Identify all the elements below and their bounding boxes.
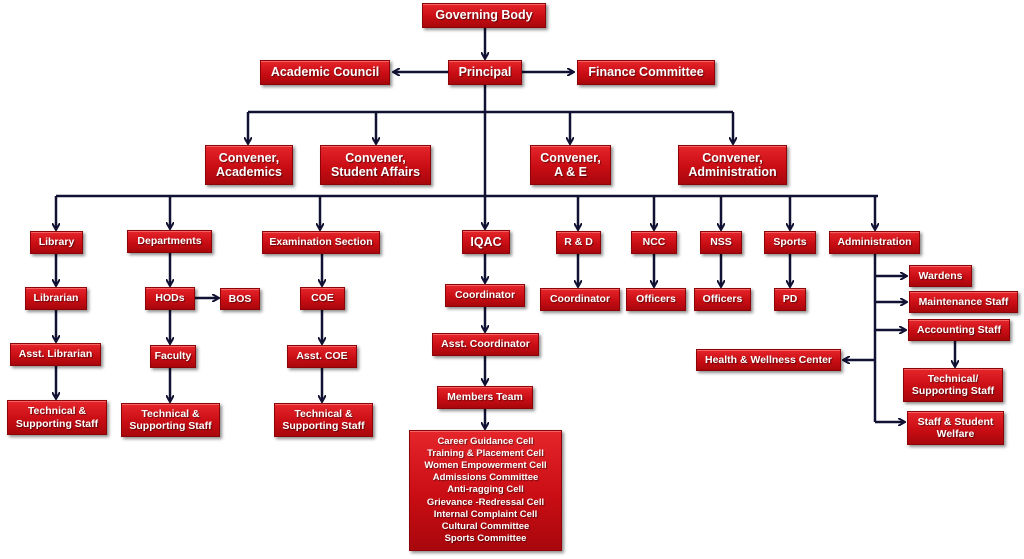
iqac-cell-item: Admissions Committee bbox=[432, 472, 539, 484]
convener-academics-box: Convener, Academics bbox=[205, 145, 293, 185]
convener-administration-box: Convener, Administration bbox=[678, 145, 787, 185]
departments-box: Departments bbox=[127, 230, 212, 253]
maintenance-staff-box: Maintenance Staff bbox=[909, 291, 1018, 313]
accounting-staff-box: Accounting Staff bbox=[908, 319, 1010, 341]
rd-coordinator-box: Coordinator bbox=[540, 288, 620, 311]
governing-body-box: Governing Body bbox=[422, 3, 546, 28]
rd-box: R & D bbox=[556, 231, 601, 254]
iqac-cell-item: Sports Committee bbox=[444, 533, 527, 545]
iqac-cell-item: Grievance -Redressal Cell bbox=[426, 496, 545, 508]
ncc-officers-box: Officers bbox=[626, 288, 686, 311]
admin-technical-staff-box: Technical/ Supporting Staff bbox=[903, 368, 1003, 402]
iqac-box: IQAC bbox=[462, 230, 510, 254]
library-box: Library bbox=[30, 231, 83, 254]
sports-box: Sports bbox=[764, 231, 816, 254]
ncc-box: NCC bbox=[631, 231, 677, 254]
departments-technical-staff-box: Technical & Supporting Staff bbox=[121, 403, 220, 437]
members-team-box: Members Team bbox=[437, 386, 533, 409]
asst-coe-box: Asst. COE bbox=[287, 345, 357, 368]
coe-box: COE bbox=[300, 287, 345, 310]
convener-student-affairs-box: Convener, Student Affairs bbox=[320, 145, 431, 185]
administration-box: Administration bbox=[829, 231, 920, 254]
hods-box: HODs bbox=[145, 287, 195, 310]
iqac-cell-item: Training & Placement Cell bbox=[427, 447, 544, 459]
faculty-box: Faculty bbox=[150, 345, 196, 368]
pd-box: PD bbox=[774, 288, 806, 311]
health-wellness-center-box: Health & Wellness Center bbox=[696, 349, 841, 371]
iqac-cell-item: Anti-ragging Cell bbox=[447, 484, 524, 496]
iqac-cell-item: Women Empowerment Cell bbox=[424, 460, 547, 472]
staff-student-welfare-box: Staff & Student Welfare bbox=[907, 411, 1004, 445]
convener-ae-box: Convener, A & E bbox=[530, 145, 611, 185]
principal-box: Principal bbox=[448, 60, 522, 85]
bos-box: BOS bbox=[220, 288, 260, 310]
iqac-cell-item: Internal Complaint Cell bbox=[433, 508, 538, 520]
iqac-coordinator-box: Coordinator bbox=[445, 284, 525, 307]
nss-box: NSS bbox=[700, 231, 742, 254]
finance-committee-box: Finance Committee bbox=[577, 60, 715, 85]
exam-technical-staff-box: Technical & Supporting Staff bbox=[274, 403, 373, 437]
nss-officers-box: Officers bbox=[694, 288, 751, 311]
library-technical-staff-box: Technical & Supporting Staff bbox=[7, 400, 107, 435]
iqac-cell-item: Career Guidance Cell bbox=[437, 435, 534, 447]
academic-council-box: Academic Council bbox=[260, 60, 390, 85]
librarian-box: Librarian bbox=[25, 287, 87, 310]
wardens-box: Wardens bbox=[909, 265, 972, 287]
asst-coordinator-box: Asst. Coordinator bbox=[432, 333, 539, 356]
examination-section-box: Examination Section bbox=[262, 231, 380, 254]
asst-librarian-box: Asst. Librarian bbox=[10, 343, 101, 366]
iqac-cell-item: Cultural Committee bbox=[441, 520, 530, 532]
